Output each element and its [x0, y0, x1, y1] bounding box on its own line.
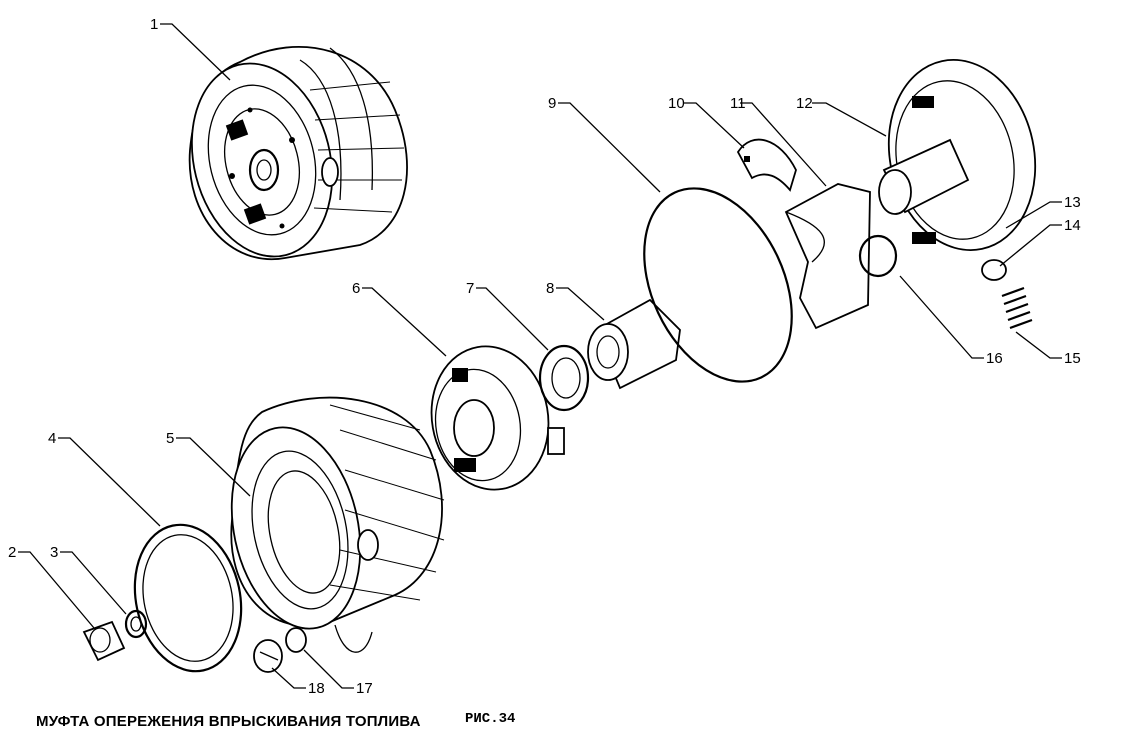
part-9-o-ring [643, 187, 793, 383]
part-1-assembled-coupling [188, 45, 408, 261]
callout-15: 15 [1064, 350, 1081, 367]
part-11-cam-block [784, 183, 871, 330]
callout-3: 3 [50, 544, 58, 561]
diagram-caption: МУФТА ОПЕРЕЖЕНИЯ ВПРЫСКИВАНИЯ ТОПЛИВА [36, 713, 421, 730]
callout-13: 13 [1064, 194, 1081, 211]
callout-11: 11 [730, 95, 746, 112]
part-15-spring [1001, 286, 1033, 330]
part-16-washer [858, 234, 898, 278]
callout-5: 5 [166, 430, 174, 447]
callout-7: 7 [466, 280, 474, 297]
callout-labels: 1 2 3 4 5 6 7 8 9 10 11 12 13 14 15 16 1… [8, 16, 1081, 697]
callout-14: 14 [1064, 217, 1081, 234]
callout-6: 6 [352, 280, 360, 297]
callout-12: 12 [796, 95, 813, 112]
callout-17: 17 [356, 680, 373, 697]
part-8-hex-sleeve [587, 298, 681, 390]
part-18-screw [253, 639, 283, 673]
callout-4: 4 [48, 430, 56, 447]
part-10-weight [736, 138, 797, 192]
part-6-flange-hub [430, 345, 565, 491]
callout-9: 9 [548, 95, 556, 112]
callout-10: 10 [668, 95, 685, 112]
part-4-ring [133, 523, 243, 673]
callout-18: 18 [308, 680, 325, 697]
callout-8: 8 [546, 280, 554, 297]
part-13-14-cup [981, 259, 1007, 281]
part-7-seal [538, 344, 590, 412]
callout-2: 2 [8, 544, 16, 561]
part-12-drive-disk [878, 59, 1037, 251]
callout-16: 16 [986, 350, 1003, 367]
part-2-nut [82, 620, 126, 662]
part-5-housing [230, 396, 445, 653]
callout-1: 1 [150, 16, 158, 33]
part-3-washer [124, 609, 148, 639]
figure-label: РИС.34 [465, 711, 516, 727]
leader-lines [18, 23, 1062, 689]
part-17-pin [285, 627, 307, 653]
